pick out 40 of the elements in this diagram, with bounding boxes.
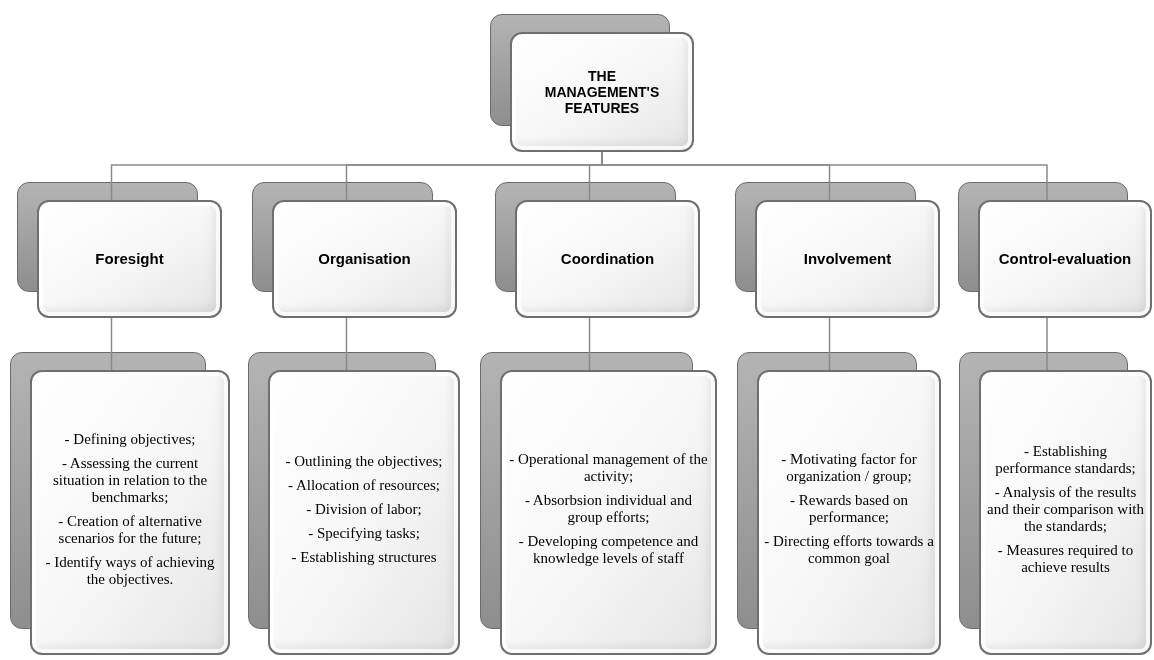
bullet-text: - Assessing the current situation in relation to the benchmarks; [51, 454, 209, 506]
connector-line [1046, 317, 1048, 371]
category-card [515, 200, 700, 318]
category-title: Coordination [560, 250, 655, 268]
bullet-text: - Creation of alternative scenarios for the future; [57, 512, 203, 547]
bullet-text: - Rewards based on performance; [789, 492, 909, 526]
bullet-text: - Developing competence and knowledge levels of staff [517, 533, 700, 567]
details-card [30, 370, 230, 655]
category-card [978, 200, 1152, 318]
bullet-text: - Measures required to achieve results [996, 541, 1135, 576]
bullet-text: - Establishing performance standards; [994, 442, 1137, 477]
bullet-text: - Directing efforts towards a common goal [763, 533, 935, 567]
category-card [37, 200, 222, 318]
connector-line [110, 317, 113, 371]
category-card [755, 200, 940, 318]
bullet-text: - Establishing structures [291, 548, 437, 566]
bullet-text: - Defining objectives; [64, 430, 196, 448]
bullet-text: - Specifying tasks; [308, 524, 420, 542]
category-title: Involvement [803, 250, 892, 268]
bullet-text: - Operational management of the activity; [508, 451, 709, 485]
root-card [510, 32, 694, 152]
bullet-text: - Division of labor; [306, 500, 422, 518]
connector-line [588, 317, 591, 371]
bullet-text: - Absorbsion individual and group efforts; [523, 492, 694, 526]
bullet-text: - Outlining the objectives; [285, 452, 443, 470]
category-title: Foresight [95, 250, 164, 268]
category-card [272, 200, 457, 318]
category-title: Control-evaluation [998, 250, 1132, 268]
bullet-text: - Allocation of resources; [287, 476, 440, 494]
details-card [268, 370, 460, 655]
bullet-text: - Identify ways of achieving the objectives. [44, 553, 216, 588]
connector-line [828, 317, 831, 371]
title-text: THE MANAGEMENT'S FEATURES [543, 68, 661, 116]
details-card [979, 370, 1152, 655]
details-card [757, 370, 941, 655]
bullet-text: - Analysis of the results and their comparison with the standards; [985, 483, 1145, 535]
details-card [500, 370, 717, 655]
bullet-text: - Motivating factor for organization / group; [780, 451, 918, 485]
category-title: Organisation [318, 250, 411, 268]
connector-line [345, 317, 348, 371]
